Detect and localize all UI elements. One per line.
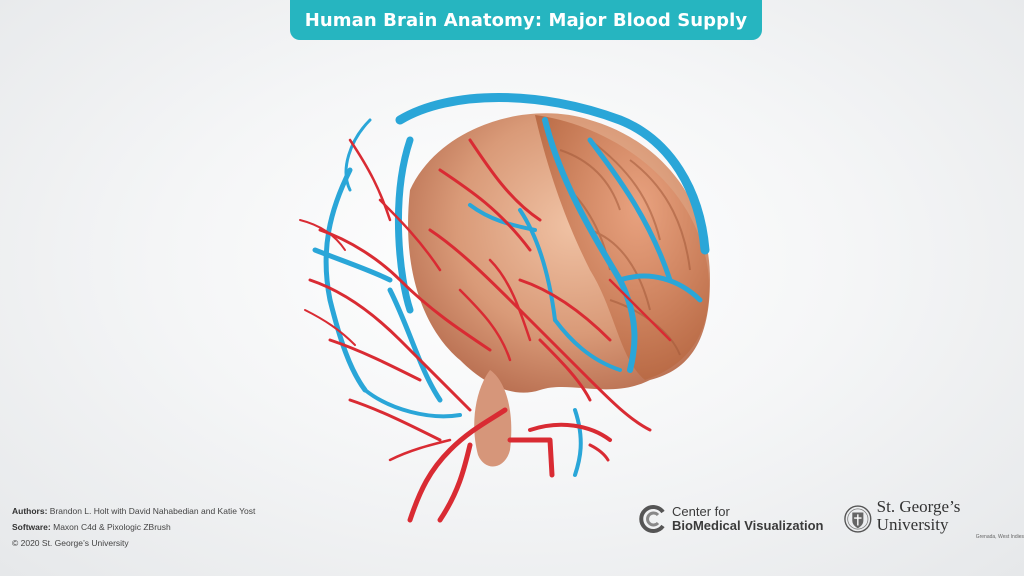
authors-label: Authors: [12, 506, 48, 516]
software-label: Software: [12, 522, 51, 532]
copyright-line: © 2020 St. George’s University [12, 538, 129, 548]
sgu-logo: St. George’s University Grenada, West In… [844, 497, 1024, 540]
software-text: Maxon C4d & Pixologic ZBrush [53, 522, 171, 532]
arteries [299, 138, 672, 523]
title-banner: Human Brain Anatomy: Major Blood Supply [290, 0, 762, 40]
authors-line: Authors: Brandon L. Holt with David Naha… [12, 503, 255, 519]
authors-text: Brandon L. Holt with David Nahabedian an… [49, 506, 256, 516]
sgu-name: St. George’s University [876, 496, 961, 534]
cbv-line1: Center for [672, 504, 730, 519]
cbv-line2: BioMedical Visualization [672, 518, 824, 533]
page-title: Human Brain Anatomy: Major Blood Supply [304, 9, 748, 31]
credits-block: Authors: Brandon L. Holt with David Naha… [12, 503, 255, 551]
software-line: Software: Maxon C4d & Pixologic ZBrush [12, 519, 255, 535]
brain-illustration [299, 93, 710, 523]
sgu-crest-icon [844, 505, 872, 533]
cbv-mark-icon [639, 505, 665, 533]
veins [312, 93, 710, 477]
cortex-surface [535, 115, 710, 380]
sgu-subtitle: Grenada, West Indies [975, 533, 1024, 540]
cbv-logo: Center for BioMedical Visualization [638, 503, 823, 535]
